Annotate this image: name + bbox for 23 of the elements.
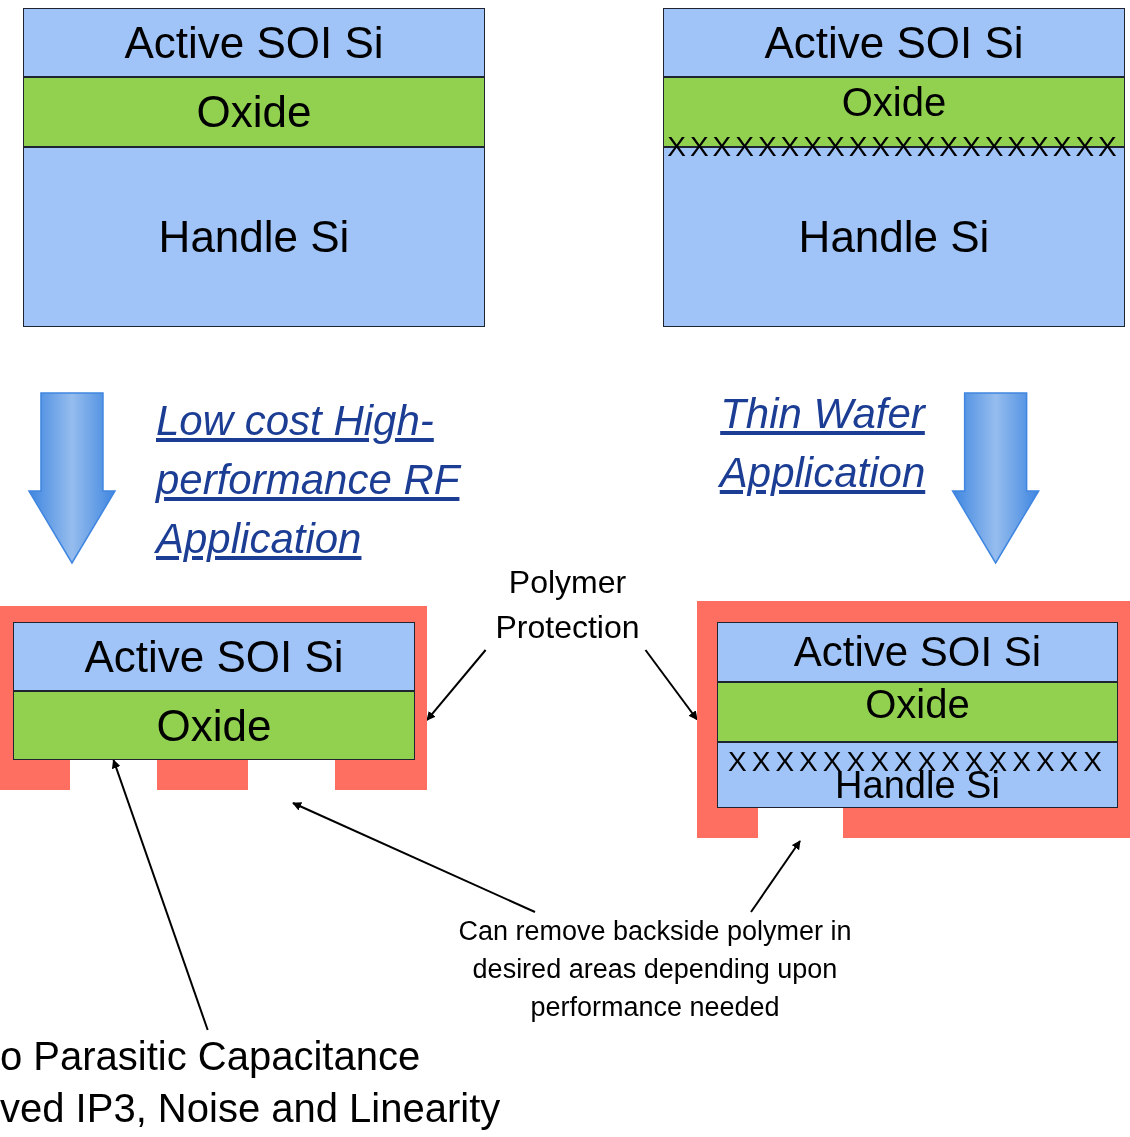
arrow — [111, 759, 209, 1031]
wafer-layer: Handle Si — [23, 147, 485, 327]
note-text: ved IP3, Noise and Linearity — [0, 1085, 501, 1132]
wafer-layer: Oxide — [717, 682, 1118, 742]
edge-label: Thin Wafer Application — [717, 389, 927, 498]
arrow — [426, 649, 487, 722]
polymer-frame — [697, 601, 1130, 838]
wafer-layer: Active SOI Si — [717, 622, 1118, 682]
wafer-layer: Oxide — [13, 691, 415, 760]
arrow — [644, 649, 698, 721]
note-text: o Parasitic Capacitance — [0, 1033, 421, 1080]
wafer-layer: Active SOI Si — [23, 8, 485, 77]
arrow — [750, 840, 801, 913]
wafer-layer: Active SOI Si — [13, 622, 415, 691]
edge-label: Low cost High-performance RF Application — [156, 396, 463, 564]
polymer-frame — [0, 606, 427, 790]
callout-text: Can remove backside polymer in desired areas depending upon performance needed — [457, 915, 853, 1024]
wafer-layer: Oxide — [23, 77, 485, 147]
block-arrow — [27, 392, 117, 565]
block-arrow — [951, 392, 1040, 565]
wafer-layer: Active SOI Si — [663, 8, 1125, 77]
callout-text: Polymer Protection — [494, 563, 641, 647]
arrow — [292, 802, 536, 913]
